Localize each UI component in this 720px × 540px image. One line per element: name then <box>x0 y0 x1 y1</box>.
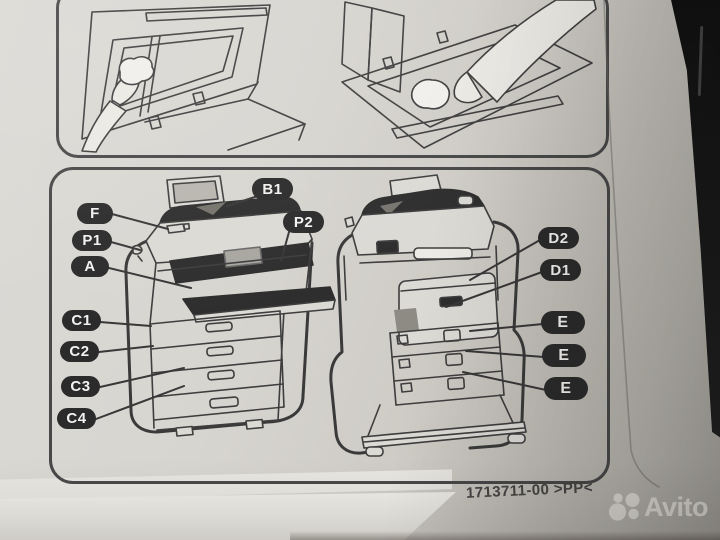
callout-p2: P2 <box>283 211 324 233</box>
printer-rear-view-illustration <box>329 174 527 457</box>
callout-c2: C2 <box>60 341 99 362</box>
callout-d2: D2 <box>538 227 579 249</box>
callout-b1: B1 <box>252 178 293 200</box>
callout-c3: C3 <box>61 376 100 397</box>
callout-leader-lines <box>95 195 547 420</box>
callout-e-3: E <box>544 377 588 400</box>
callout-f: F <box>77 203 113 224</box>
hand-wiping-scanner-glass-illustration <box>341 0 597 149</box>
avito-watermark: Avito <box>608 490 709 524</box>
avito-watermark-text: Avito <box>644 491 709 522</box>
callout-e-1: E <box>541 311 585 334</box>
sheet-crease <box>603 0 660 488</box>
hand-wiping-document-mat-illustration <box>81 4 306 153</box>
callout-e-2: E <box>542 344 586 367</box>
callout-d1: D1 <box>540 259 581 281</box>
table-surface <box>0 492 456 540</box>
bottom-edge-shadow <box>290 531 720 540</box>
printer-front-view-illustration <box>124 175 336 437</box>
avito-logo-icon <box>608 493 640 521</box>
callout-p1: P1 <box>72 230 112 251</box>
callout-c1: C1 <box>62 310 101 331</box>
callout-a: A <box>71 256 109 277</box>
callout-c4: C4 <box>57 408 96 429</box>
